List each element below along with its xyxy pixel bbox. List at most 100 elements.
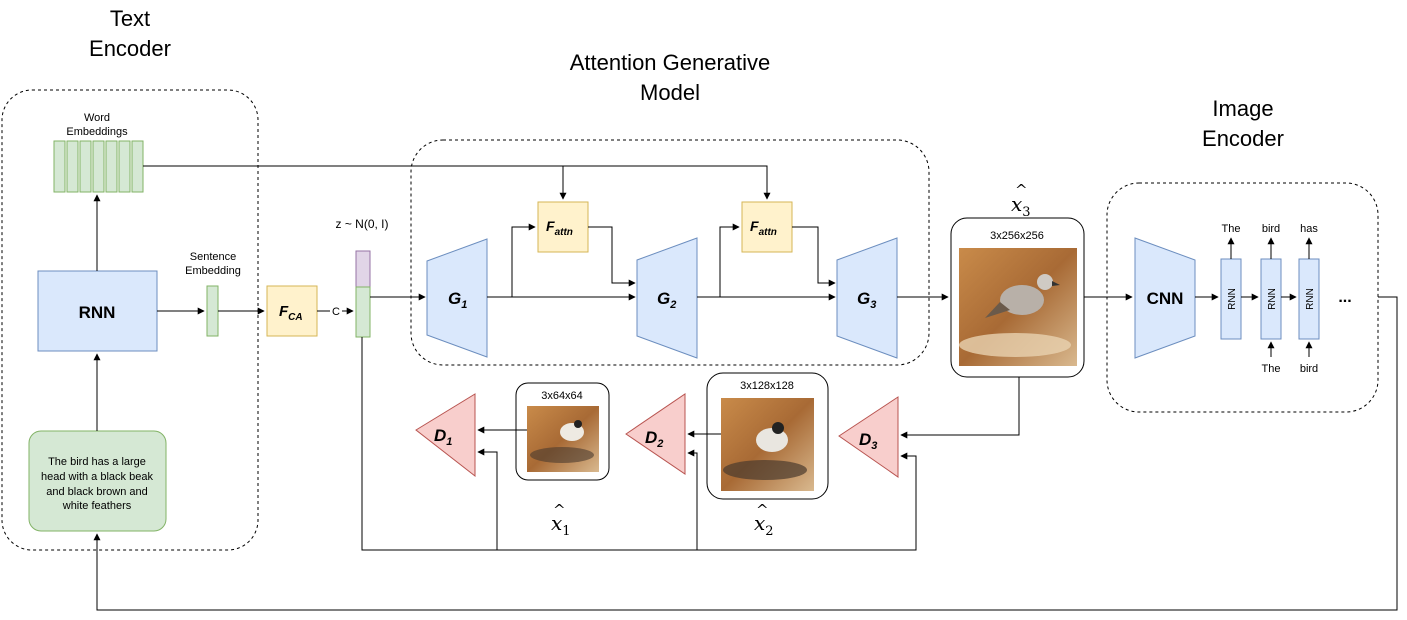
d3-main: D: [859, 430, 871, 449]
g2-sub: 2: [669, 299, 676, 311]
d2-sub: 2: [656, 438, 663, 450]
d1-sub: 1: [446, 436, 452, 448]
word-embeddings-to-fattn-2-arrow: [143, 165, 771, 200]
text-encoder-boundary: [1, 89, 259, 551]
connectors: [93, 165, 1398, 611]
text-encoder-section: Text Encoder Word Embeddings RNN Sentenc…: [1, 6, 259, 551]
noise-vector: [355, 250, 371, 288]
bottom-word-2: bird: [1300, 363, 1318, 375]
caption-line2: head with a black beak: [41, 471, 153, 483]
fattn-1-label: Fattn: [546, 218, 573, 238]
cnn-block: [1134, 237, 1196, 359]
g1-main: G: [448, 289, 461, 308]
x1-label: x1: [551, 511, 571, 539]
caption-line4: white feathers: [62, 500, 132, 512]
conditioning-section: FCA z ~ N(0, I) C: [266, 217, 389, 338]
rnn-cell-1-label: RNN: [1227, 288, 1238, 310]
x1-main: x: [551, 511, 562, 535]
fattn-1-main: F: [546, 218, 555, 234]
fattn-1-sub: attn: [555, 227, 573, 238]
generative-model-boundary: [410, 139, 930, 366]
concat-label: C: [332, 306, 340, 318]
generator-g2: [636, 237, 698, 359]
x1-sub: 1: [562, 524, 570, 539]
g3-sub: 3: [870, 299, 876, 311]
generative-model-title-line2: Model: [640, 80, 700, 105]
word-embedding-vector: [118, 140, 131, 193]
x3-main: x: [1011, 192, 1022, 216]
g3-main: G: [857, 289, 870, 308]
d2-label: D2: [645, 428, 663, 450]
image-encoder-title-line1: Image: [1212, 96, 1273, 121]
word-embedding-vector: [53, 140, 66, 193]
ellipsis: ...: [1338, 289, 1351, 306]
generative-model-title-line1: Attention Generative: [570, 50, 771, 75]
x2-sub: 2: [765, 524, 773, 539]
word-embeddings-label-line1: Word: [84, 112, 110, 124]
text-encoder-title-line1: Text: [110, 6, 150, 31]
caption-line1: The bird has a large: [48, 456, 146, 468]
fattn-block-1: [537, 201, 589, 253]
g1-to-fattn-1-arrow: [511, 223, 536, 297]
word-embeddings: [53, 140, 144, 193]
fca-sub: CA: [288, 312, 302, 323]
caption-line3: and black brown and: [46, 486, 148, 498]
text-rnn-label: RNN: [79, 303, 116, 322]
image-encoder-to-caption-arrow: [93, 296, 1398, 611]
discriminator-d2: [625, 393, 686, 475]
condition-to-d3-arrow: [361, 337, 917, 551]
condition-to-d2-arrow: [687, 449, 698, 550]
word-embedding-vector: [79, 140, 92, 193]
cnn-label: CNN: [1147, 289, 1184, 308]
x1-hat: ^: [553, 501, 566, 519]
d1-label: D1: [434, 426, 452, 448]
fattn-2-sub: attn: [759, 227, 777, 238]
d1-main: D: [434, 426, 446, 445]
fattn-block-2: [741, 201, 793, 253]
g2-label: G2: [657, 289, 676, 311]
generator-g1: [426, 238, 488, 358]
top-word-2: bird: [1262, 223, 1280, 235]
fattn-1-to-g2-arrow: [588, 226, 636, 287]
word-embedding-vector: [105, 140, 118, 193]
g1-label: G1: [448, 289, 467, 311]
x2-label: x2: [754, 511, 774, 539]
outputs-section: x3 ^ 3x256x256 3x128x128 x2 ^ 3x64x64: [515, 181, 1085, 539]
x1-size-label: 3x64x64: [541, 390, 583, 402]
rnn-cell-3-label: RNN: [1305, 288, 1316, 310]
word-embedding-vector: [92, 140, 105, 193]
bottom-word-1: The: [1262, 363, 1281, 375]
fca-block: [266, 285, 318, 337]
d2-main: D: [645, 428, 657, 447]
discriminator-d3: [838, 396, 899, 478]
top-word-1: The: [1222, 223, 1241, 235]
word-embedding-vector: [66, 140, 79, 193]
text-encoder-title-line2: Encoder: [89, 36, 171, 61]
x3-label: x3: [1011, 192, 1031, 220]
d3-sub: 3: [871, 440, 877, 452]
fattn-2-to-g3-arrow: [792, 226, 836, 287]
d3-label: D3: [859, 430, 877, 452]
conditioned-vector: [355, 286, 371, 338]
word-embedding-vector: [131, 140, 144, 193]
x3-size-label: 3x256x256: [990, 230, 1044, 242]
discriminators-section: D1 D2 D3: [415, 393, 899, 478]
generative-model-section: Attention Generative Model G1 G2 G3 Fatt…: [410, 50, 930, 366]
noise-label: z ~ N(0, I): [335, 217, 388, 231]
g1-sub: 1: [461, 299, 467, 311]
x2-main: x: [754, 511, 765, 535]
fattn-2-label: Fattn: [750, 218, 777, 238]
sentence-embedding-label-line1: Sentence: [190, 251, 236, 263]
fattn-2-main: F: [750, 218, 759, 234]
word-embeddings-label-line2: Embeddings: [66, 126, 128, 138]
sentence-embedding-label-line2: Embedding: [185, 265, 241, 277]
g2-main: G: [657, 289, 670, 308]
fca-main: F: [279, 303, 289, 320]
rnn-cell-2-label: RNN: [1267, 288, 1278, 310]
x2-hat: ^: [756, 501, 769, 519]
condition-to-d1-arrow: [477, 448, 498, 550]
x3-to-d3-arrow: [900, 377, 1020, 439]
generator-g3: [836, 237, 898, 359]
x3-bird-image: [959, 248, 1077, 366]
